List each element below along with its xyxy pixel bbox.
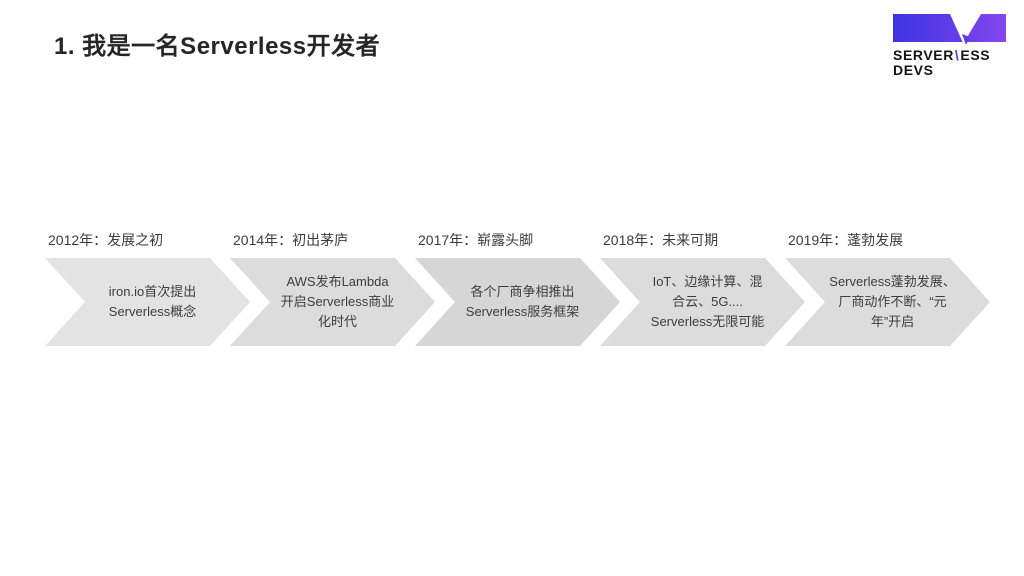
- timeline-item-2019: 2019年：蓬勃发展 Serverless蓬勃发展、 厂商动作不断、“元 年”开…: [785, 230, 990, 348]
- timeline-year-label: 2012年：发展之初: [48, 232, 164, 248]
- timeline-arrow-shape: IoT、边缘计算、混 合云、5G.... Serverless无限可能: [600, 258, 805, 346]
- timeline-arrow-shape: 各个厂商争相推出 Serverless服务框架: [415, 258, 620, 346]
- timeline-arrow-shape: iron.io首次提出 Serverless概念: [45, 258, 250, 346]
- logo-wordmark: SERVER\ESS DEVS: [893, 48, 1011, 78]
- timeline-arrow-text: iron.io首次提出 Serverless概念: [108, 284, 197, 319]
- logo-banner-cursor-icon: [893, 14, 1006, 45]
- timeline-item-2017: 2017年：崭露头脚 各个厂商争相推出 Serverless服务框架: [415, 230, 620, 348]
- timeline-arrow-shape: AWS发布Lambda 开启Serverless商业 化时代: [230, 258, 435, 346]
- logo-wordmark-ess: ESS: [960, 47, 991, 63]
- logo-wordmark-server: SERVER: [893, 47, 954, 63]
- timeline-item-2018: 2018年：未来可期 IoT、边缘计算、混 合云、5G.... Serverle…: [600, 230, 805, 348]
- timeline-year-label: 2018年：未来可期: [603, 232, 719, 248]
- timeline-item-2014: 2014年：初出茅庐 AWS发布Lambda 开启Serverless商业 化时…: [230, 230, 435, 348]
- page-title: 1. 我是一名Serverless开发者: [54, 33, 381, 60]
- timeline-arrow-text: 各个厂商争相推出 Serverless服务框架: [465, 284, 580, 319]
- serverless-devs-logo: SERVER\ESS DEVS: [893, 14, 1011, 78]
- timeline-item-2012: 2012年：发展之初 iron.io首次提出 Serverless概念: [45, 230, 250, 348]
- timeline-year-label: 2019年：蓬勃发展: [788, 232, 904, 248]
- timeline-year-label: 2014年：初出茅庐: [233, 232, 349, 248]
- logo-wordmark-devs: DEVS: [893, 62, 934, 78]
- timeline-year-label: 2017年：崭露头脚: [418, 232, 534, 248]
- logo-cursor-slash-icon: \: [954, 47, 960, 63]
- timeline-arrow-text: Serverless蓬勃发展、 厂商动作不断、“元 年”开启: [829, 274, 956, 329]
- timeline-arrow-text: IoT、边缘计算、混 合云、5G.... Serverless无限可能: [650, 274, 765, 329]
- timeline-arrow-shape: Serverless蓬勃发展、 厂商动作不断、“元 年”开启: [785, 258, 990, 346]
- timeline-arrow-text: AWS发布Lambda 开启Serverless商业 化时代: [280, 274, 395, 329]
